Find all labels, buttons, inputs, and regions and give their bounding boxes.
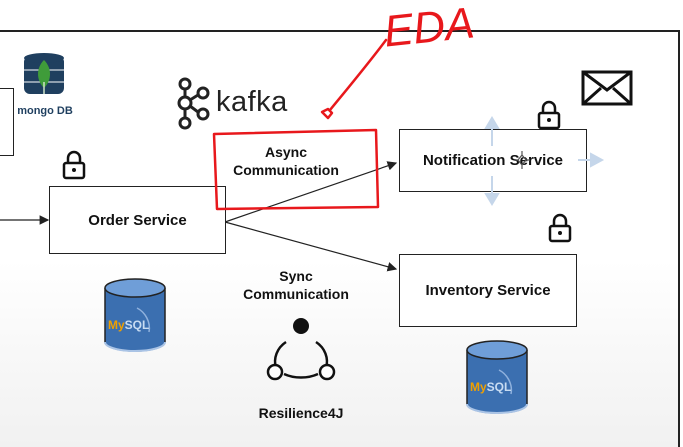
annotation-box	[212, 128, 380, 211]
mysql-prefix: My	[470, 380, 487, 394]
mongodb-label: mongo DB	[17, 105, 73, 117]
sync-communication-label: Sync Communication	[226, 267, 366, 303]
lock-icon	[548, 213, 572, 243]
sync-line2: Communication	[243, 286, 349, 302]
mysql-prefix: My	[108, 318, 125, 332]
async-arrow	[224, 161, 398, 223]
annotation-text: EDA	[382, 0, 477, 57]
sync-arrow	[224, 221, 398, 272]
resilience4j-label: Resilience4J	[258, 405, 344, 421]
inventory-service-box[interactable]: Inventory Service	[399, 254, 577, 327]
kafka-icon	[177, 77, 210, 130]
mysql-suffix: SQL	[124, 318, 150, 332]
mysql-icon	[104, 278, 166, 352]
mysql-label-1: MySQL	[108, 318, 149, 332]
kafka-label: kafka	[216, 86, 288, 118]
async-line2: Communication	[233, 162, 339, 178]
sync-line1: Sync	[279, 268, 313, 284]
annotation-pointer	[328, 38, 388, 112]
mongodb-icon	[24, 53, 64, 94]
async-communication-label: Async Communication	[214, 143, 358, 179]
order-service-box[interactable]: Order Service	[49, 186, 226, 254]
partial-service-box	[0, 88, 14, 156]
mysql-icon	[466, 340, 528, 414]
mysql-label-2: MySQL	[470, 380, 511, 394]
async-line1: Async	[264, 144, 308, 160]
order-service-label: Order Service	[88, 211, 187, 229]
move-cursor-icon	[484, 116, 605, 206]
top-bar	[0, 0, 683, 30]
notification-service-label: Notification Service	[422, 152, 564, 169]
lock-icon	[62, 150, 86, 180]
lock-icon	[537, 100, 561, 130]
mysql-suffix: SQL	[486, 380, 512, 394]
inventory-service-label: Inventory Service	[425, 282, 551, 299]
mail-icon	[581, 70, 633, 106]
resilience-icon	[266, 318, 336, 381]
